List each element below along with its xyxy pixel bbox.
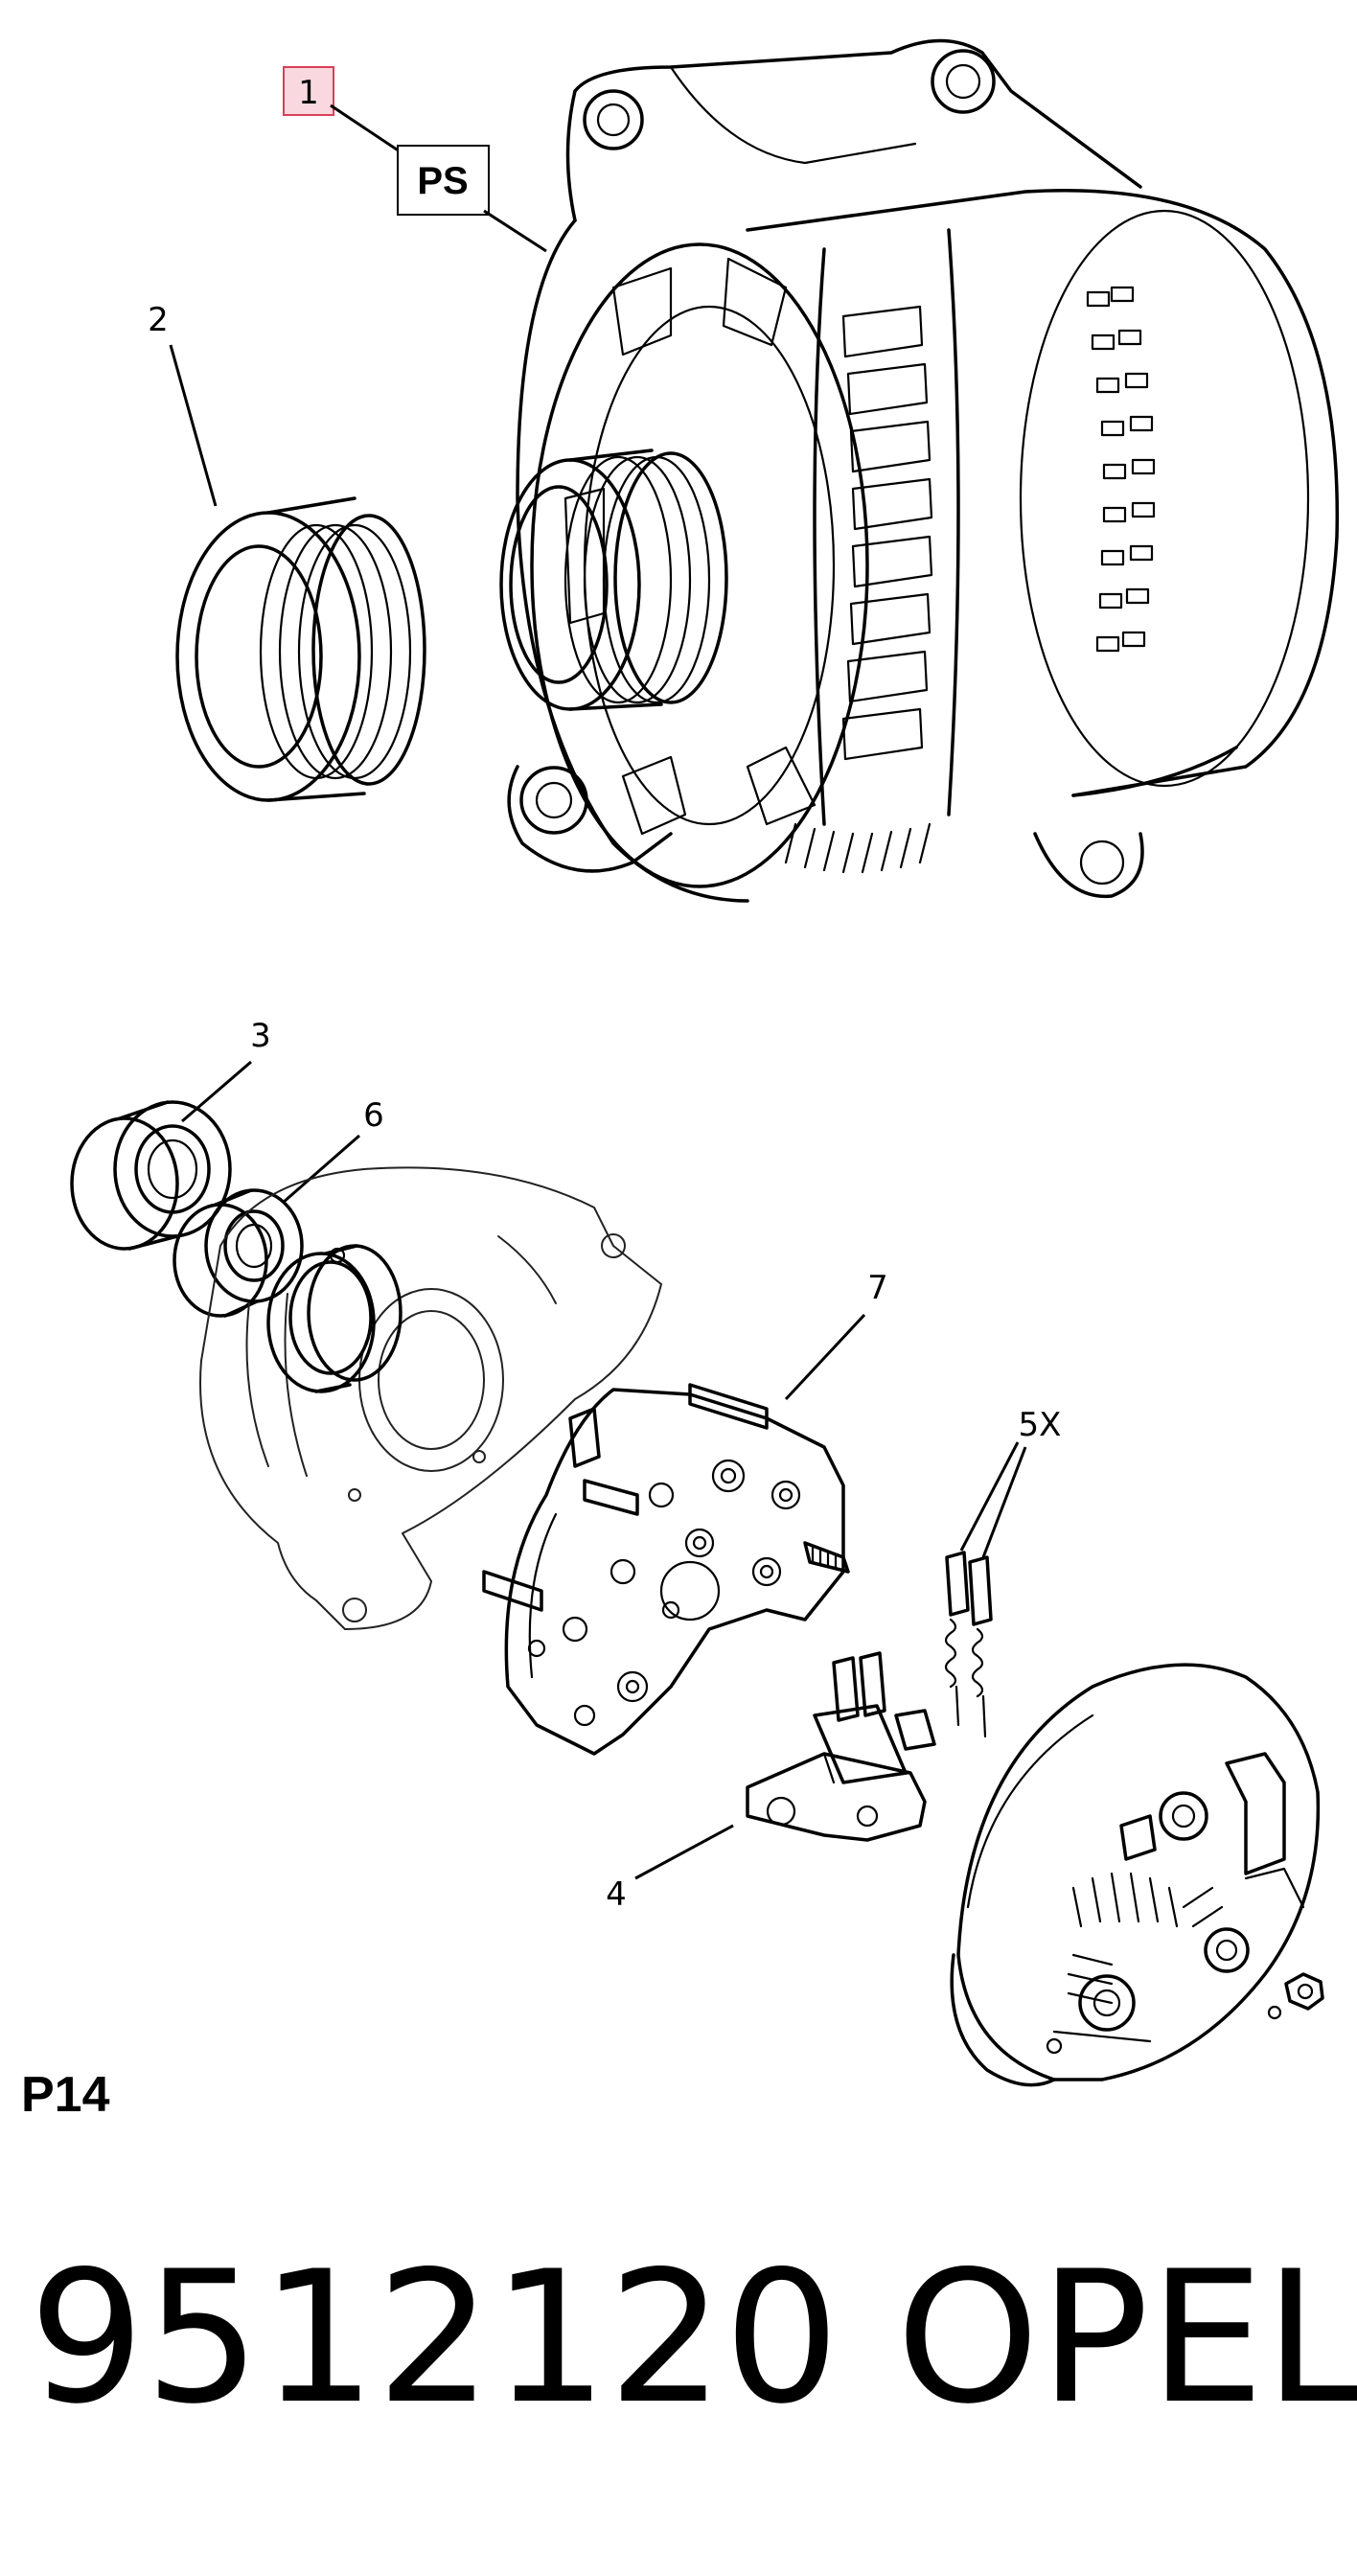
callout-2: 2 [148, 301, 169, 339]
sheet-code: P14 [21, 2067, 110, 2123]
ps-label-box [397, 145, 490, 216]
callout-6: 6 [363, 1096, 384, 1135]
rectifier-plate [482, 1383, 850, 1756]
terminal-nut [1284, 1972, 1324, 2011]
pulley [175, 496, 426, 802]
ps-label: PS [417, 160, 468, 202]
drive-end-frame-outline [199, 1166, 662, 1630]
bearing-large [70, 1100, 232, 1251]
callout-1-highlight [283, 66, 334, 116]
callout-7: 7 [867, 1269, 888, 1307]
bearing-retainer-ring [266, 1244, 402, 1393]
callout-5x: 5X [1019, 1406, 1062, 1444]
callout-3: 3 [250, 1017, 271, 1055]
part-number: 9512120 [29, 2232, 840, 2444]
callout-1: 1 [298, 74, 319, 112]
carbon-brushes [944, 1551, 993, 1738]
bearing-small [172, 1188, 304, 1318]
alternator-assembly [499, 38, 1340, 903]
rear-cover [950, 1663, 1321, 2087]
callout-4: 4 [606, 1875, 627, 1914]
voltage-regulator [746, 1651, 936, 1842]
brand-name: OPEL [896, 2232, 1357, 2444]
